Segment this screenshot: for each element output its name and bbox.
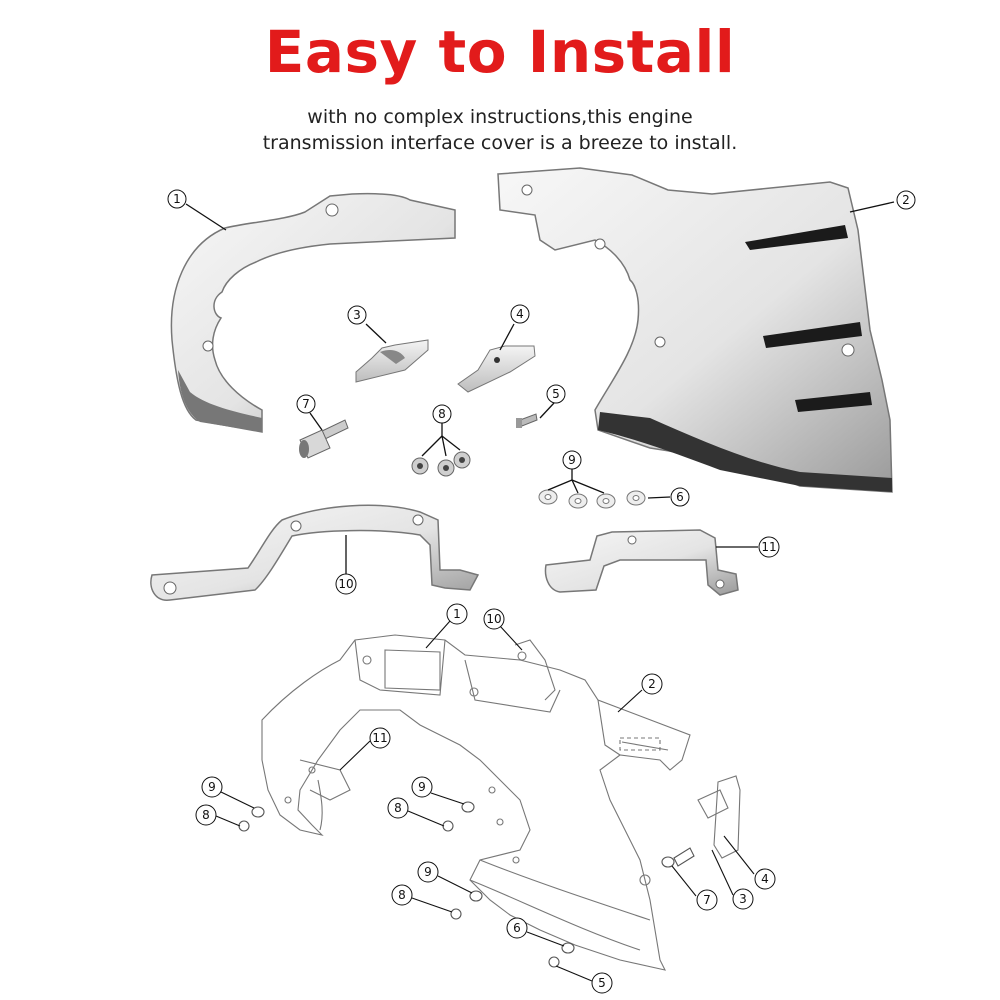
svg-text:6: 6 [676,490,684,504]
callout-5: 5 [546,384,566,404]
diagram-callout-9c: 9 [417,861,439,883]
part-callouts: 1 2 3 4 5 7 8 9 6 10 11 [167,189,916,595]
diagram-callout-7: 7 [696,889,718,911]
svg-text:10: 10 [338,577,353,591]
part-callout-lines [185,201,895,574]
svg-text:2: 2 [648,677,656,691]
svg-text:5: 5 [598,976,606,990]
callout-4: 4 [510,304,530,324]
callout-10: 10 [335,573,357,595]
assembly-diagram [261,634,741,971]
svg-text:2: 2 [902,193,910,207]
part-5-screw [516,413,538,428]
svg-text:9: 9 [418,780,426,794]
callout-2: 2 [896,190,916,210]
part-11-bracket [544,529,739,596]
svg-text:7: 7 [302,397,310,411]
svg-text:7: 7 [703,893,711,907]
diagram-callout-9a: 9 [201,776,223,798]
svg-text:11: 11 [372,731,387,745]
diagram-callout-8c: 8 [391,884,413,906]
svg-text:5: 5 [552,387,560,401]
diagram-callout-2: 2 [641,673,663,695]
svg-text:9: 9 [424,865,432,879]
diagram-callout-3: 3 [732,888,754,910]
part-8-bolts [411,451,471,477]
svg-text:4: 4 [516,307,524,321]
svg-text:11: 11 [761,540,776,554]
diagram-callout-1: 1 [446,603,468,625]
part-9-washers [538,489,616,509]
diagram-callout-9b: 9 [411,776,433,798]
svg-text:4: 4 [761,872,769,886]
svg-text:8: 8 [394,801,402,815]
description-line-2: transmission interface cover is a breeze… [262,132,738,154]
diagram-fasteners [238,801,695,968]
svg-text:8: 8 [398,888,406,902]
svg-text:10: 10 [486,612,501,626]
part-1-left-cover [170,192,456,433]
diagram-callout-8a: 8 [195,804,217,826]
callout-7: 7 [296,394,316,414]
part-6-washer [626,490,646,506]
part-10-bracket [150,504,480,601]
callout-11: 11 [758,536,780,558]
part-3-bracket [355,339,429,383]
diagram-callout-6: 6 [506,917,528,939]
part-4-bracket [457,345,536,393]
svg-text:1: 1 [453,607,461,621]
part-7-bolt [299,419,349,459]
svg-text:9: 9 [568,453,576,467]
description: with no complex instructions,this engine… [0,104,1000,156]
diagram-callout-4: 4 [754,868,776,890]
diagram-callout-10: 10 [483,608,505,630]
svg-text:3: 3 [739,892,747,906]
callout-8: 8 [432,404,452,424]
svg-text:6: 6 [513,921,521,935]
callout-6: 6 [670,487,690,507]
part-2-right-cover [497,167,893,493]
svg-text:3: 3 [353,308,361,322]
svg-text:1: 1 [173,192,181,206]
diagram-callout-lines [215,620,755,982]
diagram-callout-5: 5 [591,972,613,994]
callout-9: 9 [562,450,582,470]
callout-1: 1 [167,189,187,209]
diagram-callouts: 1 10 2 11 9 8 9 8 9 8 6 5 7 3 4 [195,603,776,994]
svg-text:9: 9 [208,780,216,794]
description-line-1: with no complex instructions,this engine [307,106,693,128]
diagram-callout-8b: 8 [387,797,409,819]
diagram-callout-11: 11 [369,727,391,749]
svg-text:8: 8 [438,407,446,421]
svg-text:8: 8 [202,808,210,822]
callout-3: 3 [347,305,367,325]
page-title: Easy to Install [264,18,736,86]
